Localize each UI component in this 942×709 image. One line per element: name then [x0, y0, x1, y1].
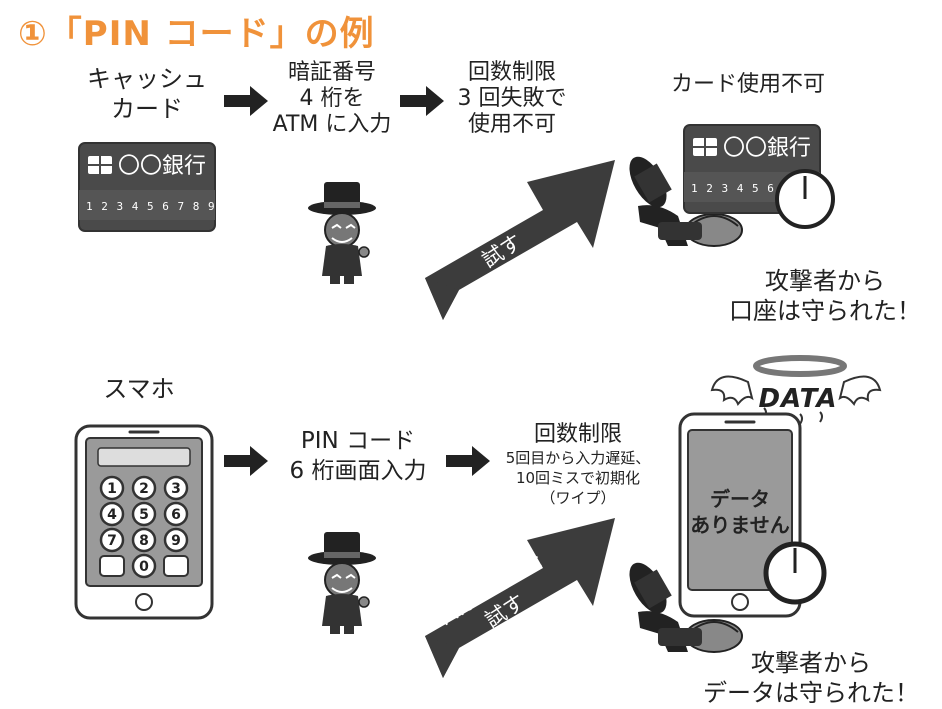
phone-step2-line1: 回数制限: [533, 422, 622, 447]
card-subject-line1: キャッシュ: [87, 65, 207, 93]
wiped-screen-line1: データ: [710, 487, 770, 511]
phone-step2-line4: （ワイプ）: [540, 489, 616, 507]
right-arrow-icon: [446, 446, 490, 476]
card-subject-line2: カード: [111, 95, 183, 123]
keypad-key: [99, 527, 125, 553]
keypad-key-label: 5: [139, 507, 149, 523]
clock-lock-icon: [763, 541, 827, 605]
keypad-key: [131, 501, 157, 527]
phone-step2-line3: 10回ミスで初期化: [515, 469, 641, 487]
keypad-key-label: 3: [171, 481, 181, 497]
phone-step1-line2: 6 桁画面入力: [289, 458, 427, 484]
keypad-key: [131, 553, 157, 579]
keypad-key-label: 7: [107, 533, 117, 549]
clock-lock-icon: [775, 169, 835, 229]
data-badge-text: DATA: [758, 384, 838, 414]
keypad-key: [163, 527, 189, 553]
card-outcome-label: 攻撃者から 口座は守られた！: [712, 266, 938, 326]
wiped-screen-text: データ ありません: [690, 486, 790, 538]
keypad-key-label: 0: [139, 559, 149, 575]
phone-step1-line1: PIN コード: [300, 428, 416, 454]
right-arrow-icon: [224, 86, 268, 116]
card-result-label: カード使用不可: [670, 72, 825, 97]
step1-line1: 暗証番号: [287, 60, 376, 85]
phone-outcome-label: 攻撃者から データは守られた！: [686, 648, 936, 708]
keypad-key: [163, 475, 189, 501]
step2-line3: 使用不可: [467, 112, 556, 137]
card-number-text: 1 2 3 4 5 6 7 8 9 0 1 2: [86, 200, 216, 213]
card-subject-label: キャッシュ カード: [62, 64, 232, 124]
keypad-key: [131, 527, 157, 553]
attempt-arrow-icon: [425, 518, 615, 678]
phone-step2-line2: 5回目から入力遅延、: [505, 449, 651, 467]
phone-outcome-line2: データは守られた！: [703, 679, 919, 707]
keypad-key: [163, 501, 189, 527]
keypad-key: [99, 475, 125, 501]
smartphone-keypad-icon: 1 2 3 4 5 6 7 8 9 0: [74, 424, 214, 620]
keypad-key-label: 2: [139, 481, 149, 497]
step2-line2: 3 回失敗で: [457, 86, 567, 111]
keypad-key-label: 6: [171, 507, 181, 523]
step1-line2: 4 桁を: [299, 86, 365, 111]
page-title: ①「PIN コード」の例: [18, 14, 375, 54]
attacker-icon: [308, 532, 376, 634]
card-outcome-line1: 攻撃者から: [765, 267, 885, 295]
keypad-blank-key: [99, 555, 125, 577]
bank-card-icon: 〇〇銀行 1 2 3 4 5 6 7 8 9 0 1 2: [78, 142, 216, 232]
phone-step2-label: 回数制限 5回目から入力遅延、 10回ミスで初期化 （ワイプ）: [490, 422, 666, 508]
defeated-attacker-icon: [629, 156, 743, 247]
keypad-key: [131, 475, 157, 501]
defeated-attacker-icon: [629, 562, 743, 653]
bank-name-text: 〇〇銀行: [118, 154, 206, 179]
card-outcome-line2: 口座は守られた！: [729, 297, 921, 325]
data-angel-icon: [710, 355, 882, 425]
attempt-arrow-icon: [425, 160, 615, 320]
keypad-key-label: 1: [107, 481, 117, 497]
step2-label: 回数制限 3 回失敗で 使用不可: [442, 60, 582, 138]
right-arrow-icon: [400, 86, 444, 116]
phone-step1-label: PIN コード 6 桁画面入力: [270, 426, 446, 486]
keypad-blank-key: [163, 555, 189, 577]
step1-label: 暗証番号 4 桁を ATM に入力: [262, 60, 402, 138]
bank-name-text: 〇〇銀行: [723, 136, 811, 161]
phone-outcome-line1: 攻撃者から: [751, 649, 871, 677]
phone-subject-label: スマホ: [103, 375, 175, 403]
step2-line1: 回数制限: [467, 60, 556, 85]
wiped-screen-line2: ありません: [690, 513, 790, 537]
keypad-key: [99, 501, 125, 527]
keypad-key-label: 8: [139, 533, 149, 549]
attacker-icon: [308, 182, 376, 284]
step1-line3: ATM に入力: [272, 112, 392, 137]
keypad-key-label: 4: [107, 507, 117, 523]
right-arrow-icon: [224, 446, 268, 476]
keypad-key-label: 9: [171, 533, 181, 549]
